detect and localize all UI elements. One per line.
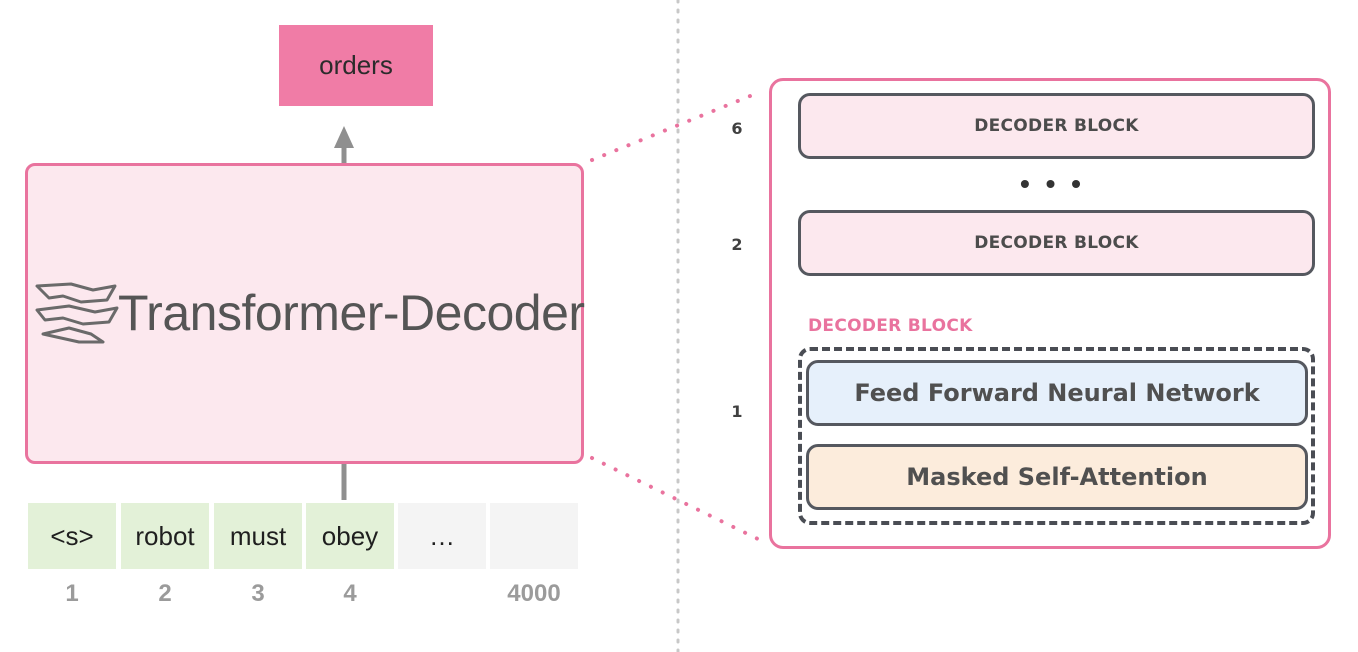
feed-forward-label: Feed Forward Neural Network — [854, 379, 1260, 407]
token-cell: must — [214, 503, 302, 569]
output-token-box: orders — [279, 25, 433, 106]
layer-number: 1 — [731, 402, 743, 421]
position-label: 4 — [343, 580, 357, 607]
decoder-block-6: DECODER BLOCK — [798, 93, 1315, 159]
zoom-line-bottom — [590, 456, 762, 542]
token-cell: obey — [306, 503, 394, 569]
position-label: 1 — [65, 580, 79, 607]
position-label: 2 — [158, 580, 172, 607]
token-cell: <s> — [28, 503, 116, 569]
stack-ellipsis: • • • — [1020, 168, 1085, 199]
token-cell: robot — [121, 503, 209, 569]
token-cell — [490, 503, 578, 569]
position-label: 4000 — [507, 580, 561, 607]
layer-number: 6 — [731, 119, 743, 138]
decoder-block-1-group — [798, 347, 1315, 525]
position-label: 3 — [251, 580, 265, 607]
decoder-title: Transformer-Decoder — [118, 285, 585, 341]
layer-number: 2 — [731, 235, 743, 254]
transformer-decoder-box — [25, 163, 584, 464]
masked-self-attention-label: Masked Self-Attention — [906, 463, 1208, 491]
decoder-block-2: DECODER BLOCK — [798, 210, 1315, 276]
feed-forward-layer: Feed Forward Neural Network — [806, 360, 1308, 426]
output-token-label: orders — [319, 50, 393, 80]
output-arrow-head — [334, 126, 354, 148]
token-cell: … — [398, 503, 486, 569]
transformer-logo-icon — [35, 282, 119, 344]
decoder-block-1-label: DECODER BLOCK — [808, 316, 973, 336]
masked-self-attention-layer: Masked Self-Attention — [806, 444, 1308, 510]
zoom-line-top — [590, 90, 762, 162]
